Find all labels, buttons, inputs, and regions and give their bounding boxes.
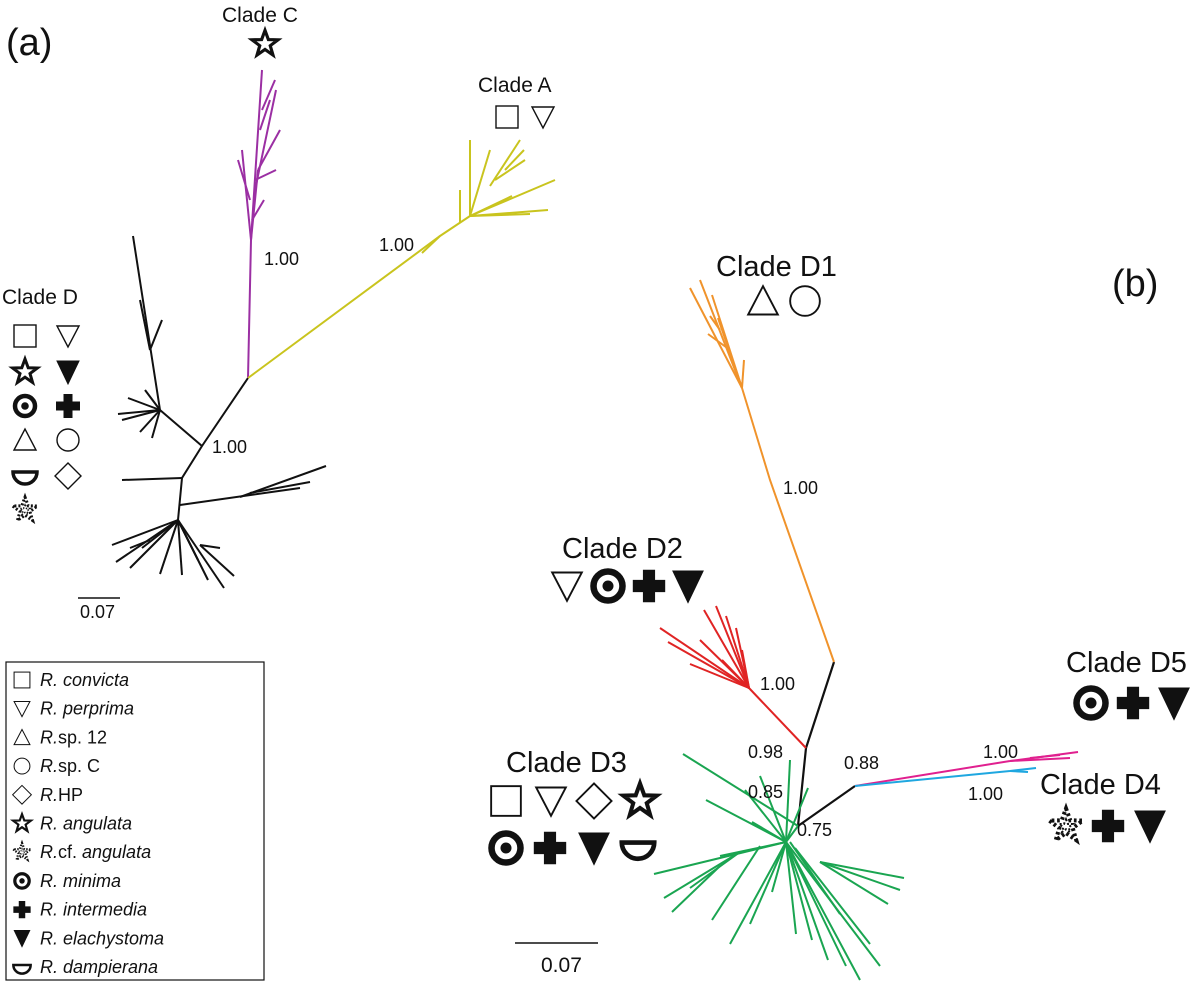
legend-item: R. minima — [13, 871, 121, 891]
tree-b-backbone — [796, 661, 856, 827]
open-down-triangle-icon — [535, 786, 567, 817]
tree-a-clade-c-branches — [237, 69, 281, 379]
clade-d-label: Clade D — [2, 286, 78, 309]
cross-icon — [1091, 809, 1125, 843]
bullseye-icon — [15, 396, 35, 416]
open-circle-icon — [789, 285, 821, 317]
legend-item: R. dampierana — [12, 957, 158, 977]
support-root: 0.85 — [748, 782, 783, 802]
dotted-star-icon — [11, 495, 39, 522]
clade-d1-label: Clade D1 — [716, 251, 837, 283]
clade-d3-label: Clade D3 — [506, 747, 627, 779]
open-down-triangle-icon — [551, 571, 583, 602]
open-circle-icon — [56, 428, 80, 452]
open-square-icon — [490, 785, 522, 817]
open-diamond-icon — [575, 782, 613, 820]
legend-item: R. convicta — [13, 670, 129, 690]
tree-a: 1.00 1.00 1.00 Clade C Clade A Clade D 0… — [2, 4, 556, 622]
cross-icon — [533, 831, 567, 865]
support-d2-node: 0.98 — [748, 742, 783, 762]
clade-d5-label: Clade D5 — [1066, 647, 1187, 679]
open-star-icon — [623, 783, 656, 815]
filled-down-triangle-icon — [56, 360, 80, 385]
bullseye-icon — [594, 572, 623, 601]
bullseye-icon — [13, 872, 31, 890]
legend-species-label: R.cf. angulata — [40, 842, 151, 862]
tree-a-clade-a-branches — [247, 139, 556, 379]
panel-label-b: (b) — [1112, 263, 1158, 305]
support-d4: 1.00 — [968, 784, 1003, 804]
legend-item: R.HP — [12, 785, 83, 805]
tree-b-clade-d3-branches — [653, 753, 905, 981]
clade-a-label: Clade A — [478, 74, 552, 97]
support-clade-a: 1.00 — [379, 235, 414, 255]
open-star-icon — [250, 28, 280, 57]
bullseye-icon — [1077, 689, 1106, 718]
half-circle-icon — [11, 470, 39, 486]
support-clade-c: 1.00 — [264, 249, 299, 269]
support-d45: 0.88 — [844, 753, 879, 773]
open-down-triangle-icon — [531, 106, 555, 129]
cross-icon — [1116, 686, 1150, 720]
filled-down-triangle-icon — [578, 832, 610, 865]
legend-species-label: R.sp. C — [40, 756, 100, 776]
filled-down-triangle-icon — [1134, 810, 1166, 843]
legend-species-label: R. convicta — [40, 670, 129, 690]
half-circle-icon — [622, 843, 654, 859]
tree-b: 1.00 1.00 0.98 0.85 0.75 0.88 1.00 1.00 … — [490, 251, 1190, 981]
open-star-icon — [11, 357, 39, 384]
legend-species-label: R.HP — [40, 785, 83, 805]
legend-species-label: R. angulata — [40, 814, 132, 834]
scale-bar-a-label: 0.07 — [80, 602, 115, 622]
support-d2: 1.00 — [760, 674, 795, 694]
clade-c-label: Clade C — [222, 4, 298, 27]
open-triangle-icon — [747, 285, 779, 316]
legend-species-label: R. dampierana — [40, 957, 158, 977]
support-d1: 1.00 — [783, 478, 818, 498]
cross-icon — [632, 569, 666, 603]
legend-item: R. elachystoma — [13, 928, 164, 948]
legend-item: R. perprima — [13, 699, 134, 719]
legend-item: R.sp. 12 — [13, 727, 107, 747]
legend-species-label: R.sp. 12 — [40, 727, 107, 747]
support-d5: 1.00 — [983, 742, 1018, 762]
tree-b-clade-d2-branches — [659, 605, 807, 749]
legend-item: R. angulata — [11, 813, 132, 834]
dotted-star-icon — [1049, 808, 1082, 840]
tree-b-clade-d1-branches — [689, 279, 835, 663]
legend-species-label: R. minima — [40, 871, 121, 891]
tree-a-clade-d-branches — [111, 235, 327, 589]
open-diamond-icon — [54, 462, 82, 490]
clade-d4-label: Clade D4 — [1040, 769, 1161, 801]
clade-d2-label: Clade D2 — [562, 533, 683, 565]
tree-b-clade-d4-branches — [854, 767, 1037, 787]
legend-item: R. intermedia — [13, 900, 147, 920]
legend-species-label: R. perprima — [40, 699, 134, 719]
support-d3: 0.75 — [797, 820, 832, 840]
scale-bar-b-label: 0.07 — [541, 954, 582, 977]
panel-label-a: (a) — [6, 22, 52, 64]
open-square-icon — [495, 105, 519, 129]
tree-b-clade-d5-branches — [854, 751, 1079, 787]
open-triangle-icon — [13, 428, 37, 451]
open-down-triangle-icon — [56, 325, 80, 348]
legend-item: R.cf. angulata — [11, 841, 151, 862]
filled-down-triangle-icon — [1158, 687, 1190, 720]
support-clade-d: 1.00 — [212, 437, 247, 457]
legend-species-label: R. elachystoma — [40, 928, 164, 948]
legend-species-label: R. intermedia — [40, 900, 147, 920]
legend-item: R.sp. C — [13, 756, 100, 776]
filled-down-triangle-icon — [672, 570, 704, 603]
cross-icon — [56, 394, 80, 418]
open-square-icon — [13, 324, 37, 348]
bullseye-icon — [492, 834, 521, 863]
